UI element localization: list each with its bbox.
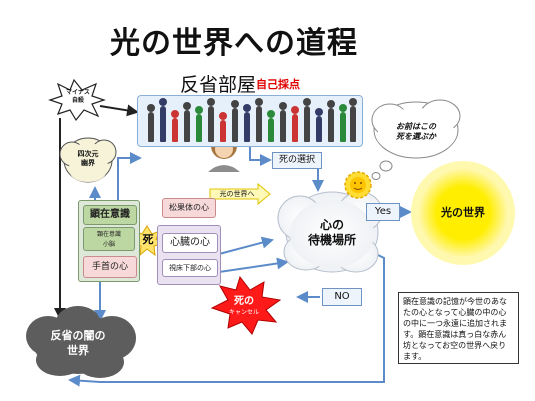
cancel-small: キャンセル — [228, 309, 259, 316]
light-world-label: 光の世界 — [441, 206, 485, 219]
hypothalamus-heart: 視床下部の心 — [162, 259, 218, 277]
to-light-label: 光の世界へ — [219, 190, 255, 198]
conscious-label: 顕在意識 — [83, 205, 137, 225]
yes-box: Yes — [366, 203, 400, 221]
fourdim-cloud — [59, 137, 117, 183]
fourdim-label: 四次元 幽界 — [77, 150, 99, 167]
death-choice-box: 死の選択 — [272, 152, 322, 169]
big-sun — [411, 161, 515, 265]
cancel-big: 死の — [234, 296, 254, 307]
dark-world-label: 反省の闇の 世界 — [50, 329, 106, 357]
explanation-note: 顕在意識の記憶が今世のあなたの心となって心臓の中の心の中に一つ永遠に追加されます… — [398, 292, 519, 364]
heart-heart: 心臓の心 — [162, 233, 218, 253]
arrow-conscious-to-room — [117, 152, 142, 200]
minus-burst-shape — [48, 78, 106, 122]
conscious-box: 顕在意識 顕在意識 小脳 手首の心 — [78, 200, 140, 282]
room-title: 反省部屋 — [180, 74, 257, 96]
thought-label: お前はこの 死を選ぶか — [396, 122, 436, 141]
room-score: 自己採点 — [256, 78, 300, 91]
death-cancel-burst — [210, 275, 282, 335]
death-label: 死 — [142, 233, 154, 246]
arrow-heart-to-waiting — [218, 236, 274, 255]
page-title: 光の世界への道程 — [110, 26, 358, 61]
pineal-heart: 松果体の心 — [162, 198, 216, 218]
small-sun — [344, 171, 372, 199]
thought-cloud — [371, 99, 461, 180]
dark-cloud — [26, 306, 136, 378]
arrow-room-to-choice — [249, 146, 272, 166]
arrow-shishou-to-waiting — [218, 257, 289, 273]
people-strip — [137, 95, 363, 147]
conscious-brain: 顕在意識 小脳 — [83, 227, 135, 251]
minus-label: マイナス 自殺 — [66, 89, 90, 104]
arrow-minus-to-room — [99, 104, 139, 117]
to-light-arrow-shape — [209, 182, 271, 206]
wrist-heart: 手首の心 — [83, 256, 137, 278]
arrow-waiting-no-back — [68, 254, 385, 387]
heart-box: 心臓の心 視床下部の心 — [157, 225, 221, 285]
waiting-label: 心の 待機場所 — [307, 218, 356, 247]
no-box: NO — [322, 288, 362, 306]
